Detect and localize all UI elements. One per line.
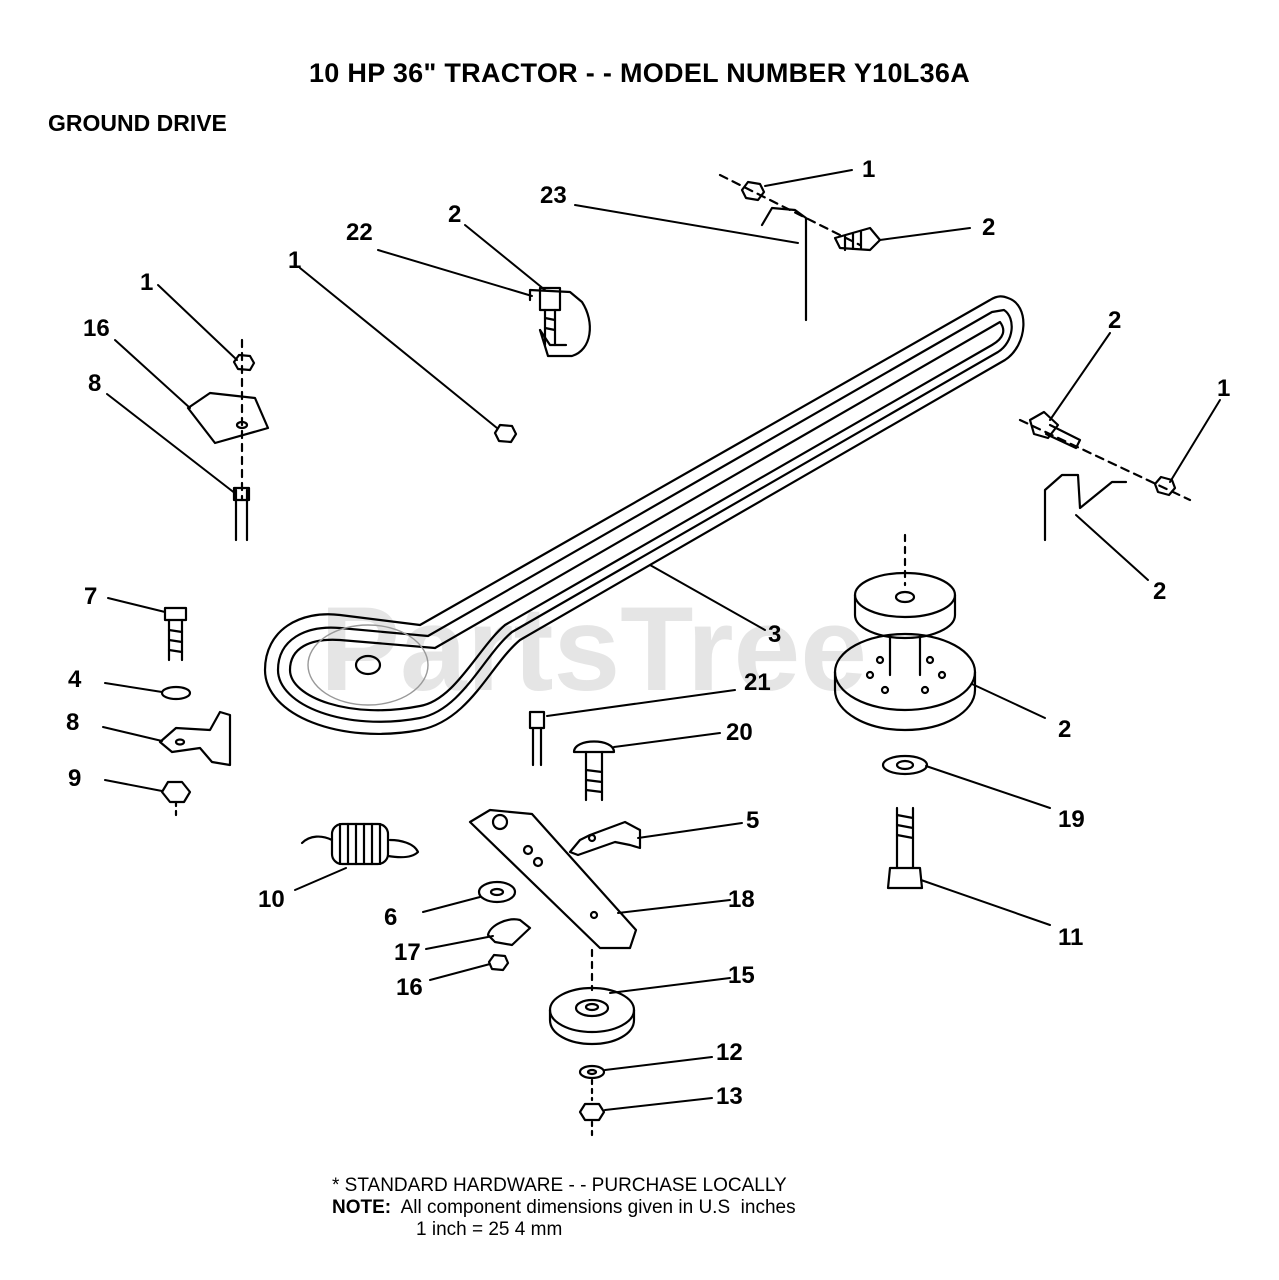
callout-label: 2 bbox=[1153, 578, 1166, 605]
washer-21[interactable] bbox=[160, 685, 192, 701]
callout-label: 12 bbox=[716, 1039, 743, 1066]
callouts: 1 2 23 1 2 22 1 16 8 2 1 2 3 7 2 4 21 8 … bbox=[66, 156, 1230, 1110]
callout-label: 21 bbox=[744, 669, 771, 696]
callout-label: 3 bbox=[768, 621, 781, 648]
nut-1-left[interactable] bbox=[232, 353, 256, 372]
diagram-title: 10 HP 36" TRACTOR - - MODEL NUMBER Y10L3… bbox=[308, 58, 971, 88]
washer-17[interactable] bbox=[477, 880, 517, 904]
callout-label: 2 bbox=[1058, 716, 1071, 743]
callout-label: 6 bbox=[384, 904, 397, 931]
standard-hardware-note: * STANDARD HARDWARE - - PURCHASE LOCALLY bbox=[332, 1175, 787, 1196]
bracket-22[interactable] bbox=[528, 288, 591, 358]
callout-label: 2 bbox=[982, 214, 995, 241]
bracket-10[interactable] bbox=[568, 820, 642, 857]
idler-arm-11[interactable] bbox=[468, 808, 638, 950]
carriage-bolt-9[interactable] bbox=[572, 740, 616, 802]
callout-label: 9 bbox=[68, 765, 81, 792]
bolt-2-top[interactable] bbox=[833, 226, 882, 252]
leader-lines bbox=[102, 169, 1221, 1111]
drive-belt[interactable] bbox=[263, 295, 1025, 735]
note-label: NOTE: bbox=[332, 1197, 392, 1218]
nut-1-center[interactable] bbox=[493, 423, 518, 444]
footer-notes: * STANDARD HARDWARE - - PURCHASE LOCALLY… bbox=[332, 1175, 796, 1241]
callout-label: 23 bbox=[540, 182, 567, 209]
callout-label: 20 bbox=[726, 719, 753, 746]
callout-label: 4 bbox=[68, 666, 82, 693]
callout-label: 18 bbox=[728, 886, 755, 913]
conversion-note: 1 inch = 25 4 mm bbox=[416, 1219, 563, 1240]
callout-label: 16 bbox=[396, 974, 423, 1001]
stud-8-center[interactable] bbox=[528, 710, 546, 767]
callout-label: 11 bbox=[1058, 924, 1083, 951]
callout-label: 8 bbox=[88, 370, 101, 397]
callout-label: 16 bbox=[83, 315, 110, 342]
bolt-2-lower-left[interactable] bbox=[163, 606, 188, 662]
engine-pulley[interactable] bbox=[833, 533, 977, 732]
note-text: All component dimensions given in U.S in… bbox=[391, 1197, 796, 1218]
washer-13[interactable] bbox=[578, 1064, 606, 1080]
nut-19[interactable] bbox=[160, 780, 192, 822]
callout-label: 13 bbox=[716, 1083, 743, 1110]
bracket-20[interactable] bbox=[158, 710, 232, 767]
bolt-6[interactable] bbox=[886, 806, 924, 890]
callout-label: 1 bbox=[288, 247, 301, 274]
callout-label: 2 bbox=[1108, 307, 1121, 334]
stud-8-left[interactable] bbox=[232, 486, 251, 542]
bolt-2-right[interactable] bbox=[1028, 410, 1082, 450]
nut-1-top[interactable] bbox=[740, 180, 766, 202]
bracket-16-lower[interactable] bbox=[486, 918, 532, 947]
callout-label: 22 bbox=[346, 219, 373, 246]
callout-label: 1 bbox=[140, 269, 153, 296]
nut-15[interactable] bbox=[487, 953, 510, 972]
callout-label: 19 bbox=[1058, 806, 1085, 833]
callout-label: 8 bbox=[66, 709, 79, 736]
bracket-23[interactable] bbox=[718, 173, 862, 322]
bolt-2-center[interactable] bbox=[538, 286, 562, 347]
callout-label: 10 bbox=[258, 886, 285, 913]
section-title: GROUND DRIVE bbox=[48, 110, 227, 136]
callout-label: 2 bbox=[448, 201, 461, 228]
nut-1-right[interactable] bbox=[1153, 475, 1177, 497]
watermark-text: PartsTree bbox=[320, 582, 867, 716]
callout-label: 1 bbox=[862, 156, 875, 183]
idler-pulley-12[interactable] bbox=[548, 948, 636, 1046]
callout-label: 15 bbox=[728, 962, 755, 989]
callout-label: 5 bbox=[746, 807, 759, 834]
nut-14[interactable] bbox=[578, 1078, 606, 1142]
callout-label: 17 bbox=[394, 939, 421, 966]
washer-5[interactable] bbox=[881, 754, 929, 776]
callout-label: 1 bbox=[1217, 375, 1230, 402]
dimension-note: NOTE: All component dimensions given in … bbox=[332, 1197, 796, 1219]
spring-18[interactable] bbox=[300, 822, 420, 866]
bracket-16-upper[interactable] bbox=[186, 338, 270, 502]
callout-label: 7 bbox=[84, 583, 97, 610]
rod-3[interactable] bbox=[1018, 418, 1192, 542]
